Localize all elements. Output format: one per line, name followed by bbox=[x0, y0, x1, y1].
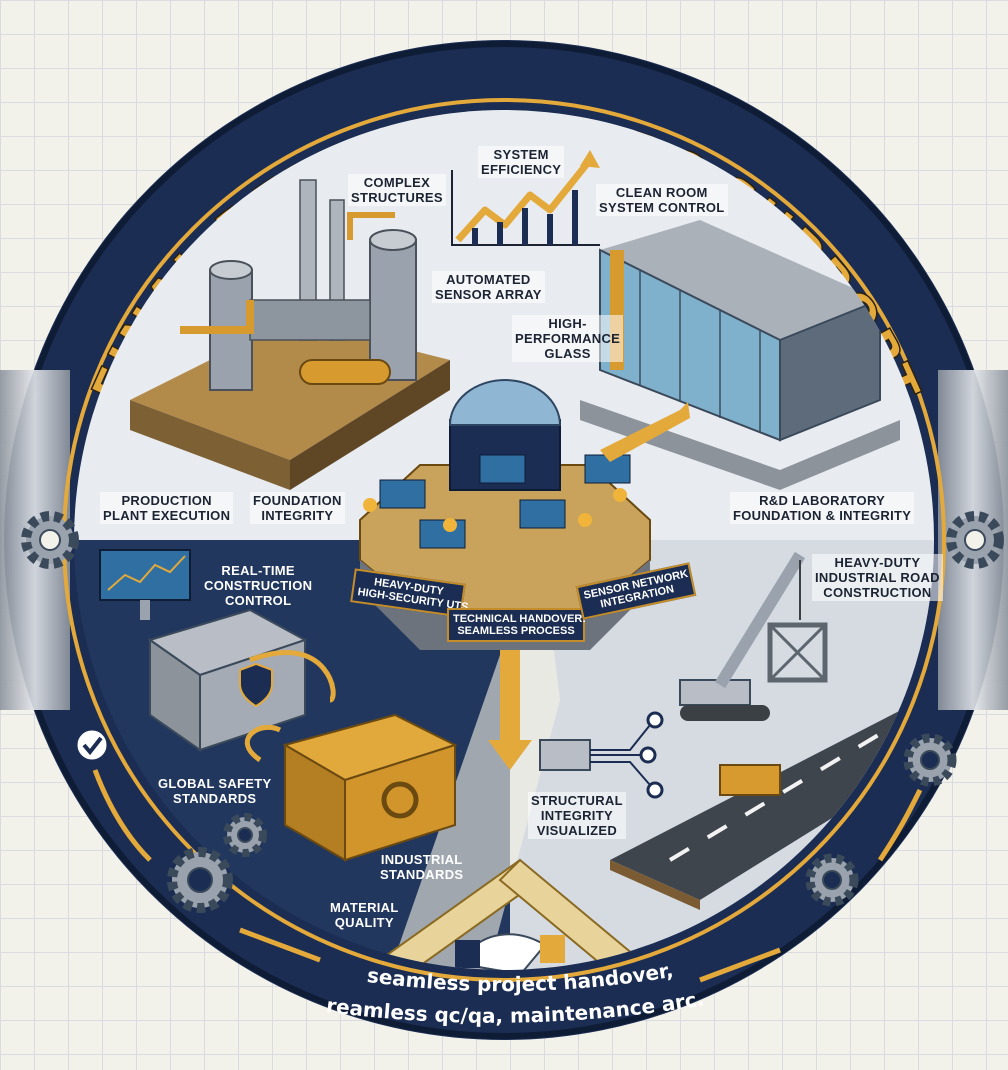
label-global-safety: GLOBAL SAFETY STANDARDS bbox=[158, 776, 272, 806]
label-heavy-duty-road: HEAVY-DUTY INDUSTRIAL ROAD CONSTRUCTION bbox=[812, 554, 943, 601]
gear-icon-4 bbox=[223, 813, 267, 857]
clean-room-building-illustration bbox=[580, 220, 900, 490]
ring-gears bbox=[21, 511, 1004, 913]
sign-technical-handover: TECHNICAL HANDOVER: SEAMLESS PROCESS bbox=[447, 608, 586, 642]
containers-illustration bbox=[147, 608, 458, 862]
gear-icon-3 bbox=[167, 847, 233, 913]
label-system-efficiency: SYSTEM EFFICIENCY bbox=[478, 146, 565, 178]
label-structural-integrity: STRUCTURAL INTEGRITY VISUALIZED bbox=[528, 792, 626, 839]
label-real-time-control: REAL-TIME CONSTRUCTION CONTROL bbox=[204, 563, 313, 608]
handshake-illustration bbox=[378, 858, 642, 970]
gear-icon-6 bbox=[805, 853, 859, 907]
label-production-plant: PRODUCTION PLANT EXECUTION bbox=[100, 492, 234, 524]
production-plant-illustration bbox=[130, 179, 450, 490]
label-complex-structures: COMPLEX STRUCTURES bbox=[348, 174, 446, 206]
crane-illustration bbox=[679, 551, 828, 721]
gear-icon-2 bbox=[946, 511, 1004, 569]
efficiency-chart-illustration bbox=[451, 150, 600, 246]
control-hub-illustration bbox=[359, 379, 690, 770]
gear-icon-1 bbox=[21, 511, 79, 569]
ring-arrows bbox=[92, 769, 923, 983]
check-icon bbox=[74, 727, 110, 763]
realtime-monitor-illustration bbox=[99, 549, 191, 620]
label-foundation-integrity: FOUNDATION INTEGRITY bbox=[250, 492, 345, 524]
label-material-quality: MATERIAL QUALITY bbox=[330, 900, 399, 930]
label-clean-room: CLEAN ROOM SYSTEM CONTROL bbox=[596, 184, 728, 216]
label-rd-laboratory: R&D LABORATORY FOUNDATION & INTEGRITY bbox=[730, 492, 915, 524]
label-high-performance-glass: HIGH- PERFORMANCE GLASS bbox=[512, 315, 624, 362]
sensor-network-illustration bbox=[539, 711, 664, 799]
label-automated-sensor: AUTOMATED SENSOR ARRAY bbox=[432, 271, 545, 303]
label-industrial-standards: INDUSTRIAL STANDARDS bbox=[380, 852, 464, 882]
gear-icon-5 bbox=[903, 733, 957, 787]
